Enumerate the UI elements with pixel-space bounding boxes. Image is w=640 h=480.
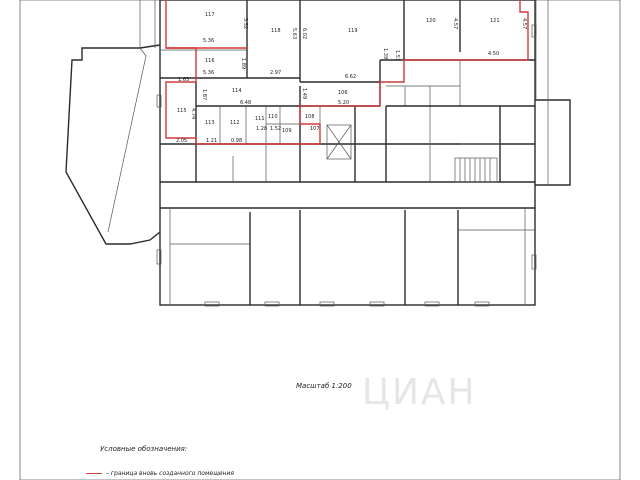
new-room-boundary (165, 0, 529, 145)
dim-5-20: 5.20 (338, 100, 349, 106)
dim-5-36-a: 5.36 (203, 38, 214, 44)
left-extension-wall (65, 44, 161, 245)
room-108-label: 108 (305, 114, 315, 120)
room-117-label: 117 (205, 12, 215, 18)
dim-1-52: 1.52 (270, 126, 281, 132)
room-111-label: 111 (255, 116, 265, 122)
room-115-label: 115 (177, 108, 187, 114)
room-110-label: 110 (268, 114, 278, 120)
room-114-label: 114 (232, 88, 242, 94)
legend-item-text: – граница вновь созданного помещения (106, 470, 234, 477)
room-106-label: 106 (338, 90, 348, 96)
dim-4-57-a: 4.57 (452, 18, 458, 29)
legend-item: – граница вновь созданного помещения (86, 470, 234, 477)
dim-1-49: 1.49 (301, 88, 307, 99)
room-120-label: 120 (426, 18, 436, 24)
dim-3-52: 3.52 (242, 18, 248, 29)
dim-2-97: 2.97 (270, 70, 281, 76)
room-109-label: 109 (282, 128, 292, 134)
room-119-label: 119 (348, 28, 358, 34)
dim-4-74: 4.74 (190, 108, 196, 119)
dim-1-89: 1.89 (240, 58, 246, 69)
window-marks (156, 24, 537, 307)
right-annex (535, 99, 571, 186)
dim-4-57-b: 4.57 (521, 18, 527, 29)
dim-5-36-b: 5.36 (203, 70, 214, 76)
room-118-label: 118 (271, 28, 281, 34)
dim-0-98: 0.98 (231, 138, 242, 144)
dim-1-28: 1.28 (256, 126, 267, 132)
room-121-label: 121 (490, 18, 500, 24)
legend-title: Условные обозначения: (100, 445, 188, 453)
dim-5-63: 5.63 (291, 28, 297, 39)
room-116-label: 116 (205, 58, 215, 64)
room-112-label: 112 (230, 120, 240, 126)
dim-1-39: 1.39 (382, 48, 388, 59)
dim-1-63: 1.63 (178, 77, 189, 83)
room-113-label: 113 (205, 120, 215, 126)
room-107-label: 107 (310, 126, 320, 132)
legend-red-line (86, 473, 102, 474)
staircase (454, 157, 498, 183)
watermark: ЦИАН (362, 372, 477, 413)
dim-6-02: 6.02 (301, 28, 307, 39)
lift-cross-2 (326, 124, 352, 160)
sheet-frame (19, 0, 621, 480)
left-extension-inner (107, 47, 147, 233)
dim-1-51: 1.51 (394, 50, 400, 61)
dim-6-62: 6.62 (345, 74, 356, 80)
dim-1-21: 1.21 (206, 138, 217, 144)
dim-4-50: 4.50 (488, 51, 499, 57)
scale-label: Масштаб 1:200 (296, 382, 352, 390)
dim-1-87: 1.87 (201, 89, 207, 100)
building-outline (159, 0, 536, 306)
dim-6-48: 6.48 (240, 100, 251, 106)
dim-2-05: 2.05 (176, 138, 187, 144)
lift-shaft (326, 124, 352, 160)
